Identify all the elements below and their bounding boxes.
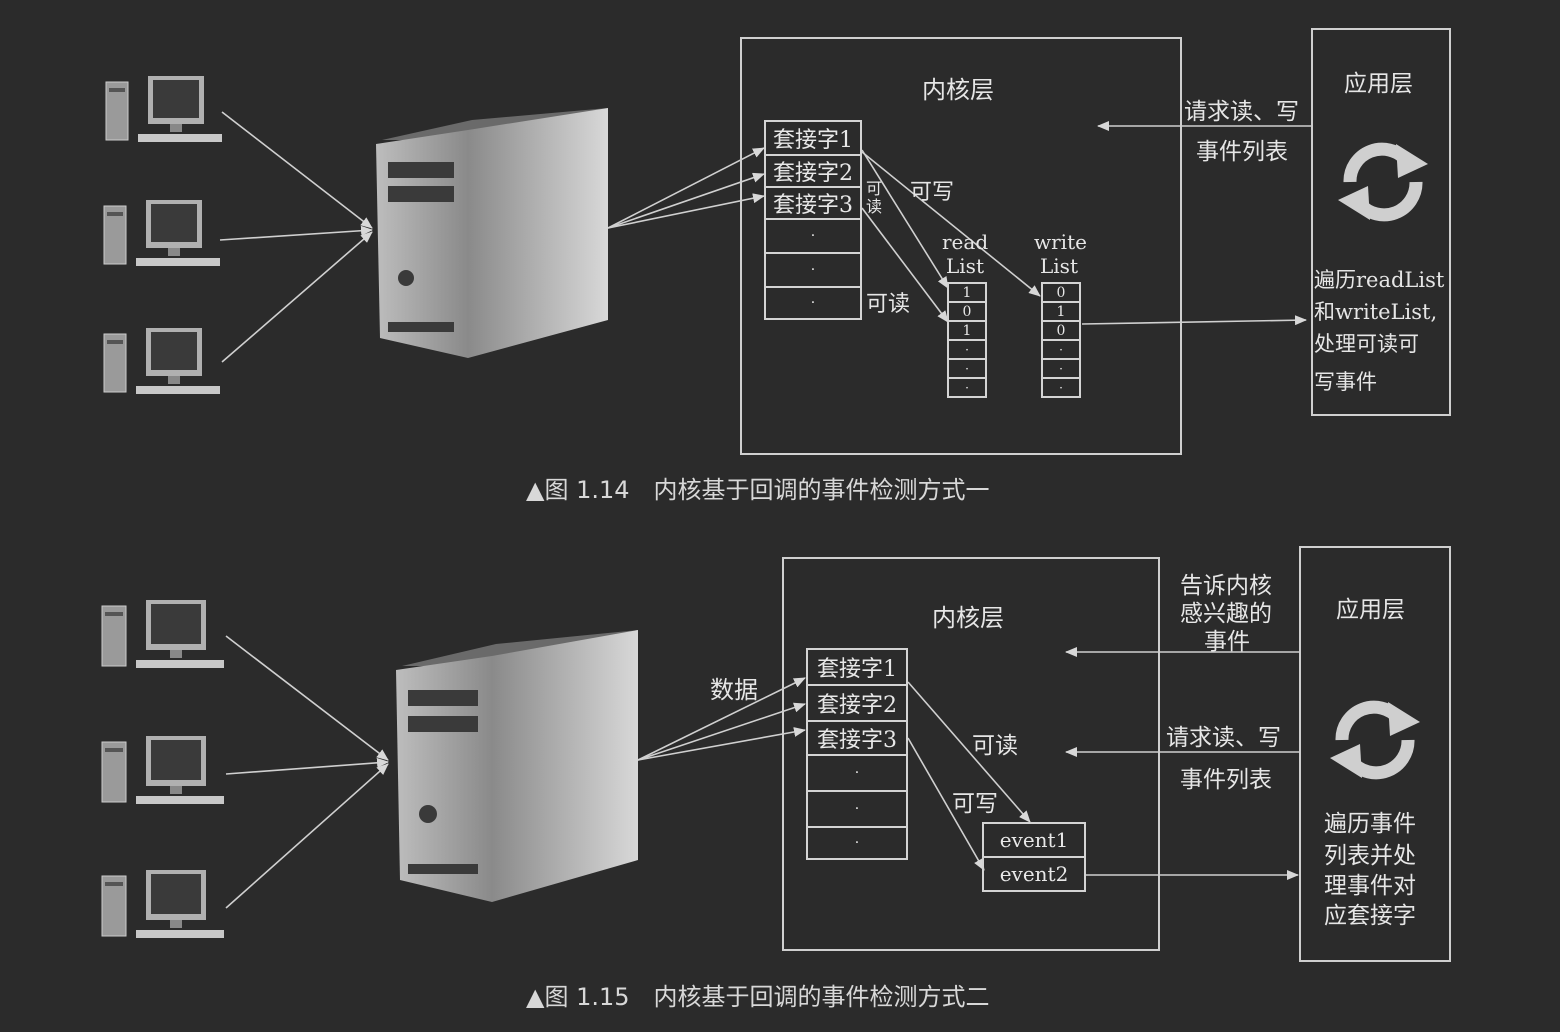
- socket-cell: ·: [808, 756, 906, 792]
- data-label: 数据: [710, 676, 758, 704]
- app-description-line: 写事件: [1314, 370, 1377, 394]
- request-events-label: 请求读、写: [1184, 99, 1299, 125]
- read-list-cell: 1: [949, 322, 985, 341]
- tell-kernel-label: 感兴趣的: [1180, 601, 1272, 627]
- app-description-line: 和writeList,: [1314, 300, 1438, 324]
- socket-cell: ·: [808, 792, 906, 828]
- kernel-layer-box: [740, 37, 1182, 455]
- socket-cell: 套接字3: [808, 722, 906, 756]
- tell-kernel-label: 告诉内核: [1180, 573, 1272, 599]
- write-list-cell: ·: [1043, 360, 1079, 379]
- write-list-cell: 0: [1043, 284, 1079, 303]
- desktop-computer-icon: [101, 600, 224, 668]
- tell-kernel-label: 事件: [1204, 629, 1250, 655]
- socket-cell: 套接字1: [766, 122, 860, 156]
- socket-cell: 套接字2: [808, 686, 906, 722]
- read-list-cell: ·: [949, 360, 985, 379]
- app-description-line: 理事件对: [1324, 873, 1416, 899]
- socket-cell: ·: [854, 835, 860, 851]
- read-list-title: read: [942, 230, 989, 254]
- socket-cell: 套接字2: [766, 156, 860, 188]
- writable-label: 可写: [952, 791, 998, 817]
- desktop-computer-icon: [101, 870, 224, 938]
- request-events-label: 请求读、写: [1166, 725, 1281, 751]
- socket-cell: ·: [766, 254, 860, 288]
- socket-table: 套接字1 套接字2 套接字3 · · ·: [764, 120, 862, 320]
- write-list-cell: ·: [1059, 380, 1063, 395]
- readable-vertical-label: 可读: [866, 179, 883, 216]
- app-layer-label: 应用层: [1344, 71, 1413, 97]
- server-tower-icon: [396, 630, 638, 902]
- read-list-cell: ·: [965, 380, 969, 395]
- app-layer-box: [1299, 546, 1451, 962]
- kernel-layer-label: 内核层: [922, 76, 994, 104]
- app-layer-label: 应用层: [1336, 597, 1405, 623]
- read-list-table: 1 0 1 · · ·: [947, 282, 987, 398]
- write-list-cell: 0: [1043, 322, 1079, 341]
- event-list-table: event1 event2: [982, 822, 1086, 892]
- socket-table: 套接字1 套接字2 套接字3 · · ·: [806, 648, 908, 860]
- kernel-layer-box: [782, 557, 1160, 951]
- event-cell: event2: [999, 862, 1069, 886]
- desktop-computer-icon: [103, 328, 220, 394]
- app-layer-box: [1311, 28, 1451, 416]
- writable-label: 可写: [910, 180, 955, 205]
- desktop-computer-icon: [105, 76, 222, 142]
- desktop-computer-icon: [103, 200, 220, 266]
- write-list-table: 0 1 0 · · ·: [1041, 282, 1081, 398]
- socket-cell: 套接字3: [766, 188, 860, 220]
- event-cell: event1: [984, 824, 1084, 858]
- write-list-title: write: [1034, 230, 1087, 254]
- readable-label: 可读: [866, 292, 911, 317]
- readable-label: 可读: [972, 733, 1018, 759]
- write-list-cell: 1: [1043, 303, 1079, 322]
- request-events-label: 事件列表: [1196, 139, 1288, 165]
- desktop-computer-icon: [101, 736, 224, 804]
- app-description-line: 处理可读可: [1314, 332, 1419, 356]
- app-description-line: 遍历事件: [1324, 811, 1416, 837]
- socket-cell: 套接字1: [808, 650, 906, 686]
- refresh-cycle-icon: [1330, 700, 1420, 780]
- app-description-line: 列表并处: [1324, 843, 1416, 869]
- read-list-cell: 1: [949, 284, 985, 303]
- read-list-cell: ·: [949, 341, 985, 360]
- write-list-cell: ·: [1043, 341, 1079, 360]
- kernel-layer-label: 内核层: [932, 604, 1004, 632]
- write-list-title: List: [1040, 254, 1078, 278]
- figure-caption: ▲图 1.15 内核基于回调的事件检测方式二: [526, 983, 990, 1011]
- read-list-cell: 0: [949, 303, 985, 322]
- server-tower-icon: [376, 108, 608, 358]
- app-description-line: 遍历readList: [1314, 268, 1445, 292]
- request-events-label: 事件列表: [1180, 767, 1272, 793]
- socket-cell: ·: [766, 220, 860, 254]
- read-list-title: List: [946, 254, 984, 278]
- refresh-cycle-icon: [1338, 142, 1428, 222]
- socket-cell: ·: [810, 295, 816, 311]
- app-description-line: 应套接字: [1324, 903, 1416, 929]
- figure-caption: ▲图 1.14 内核基于回调的事件检测方式一: [526, 476, 990, 504]
